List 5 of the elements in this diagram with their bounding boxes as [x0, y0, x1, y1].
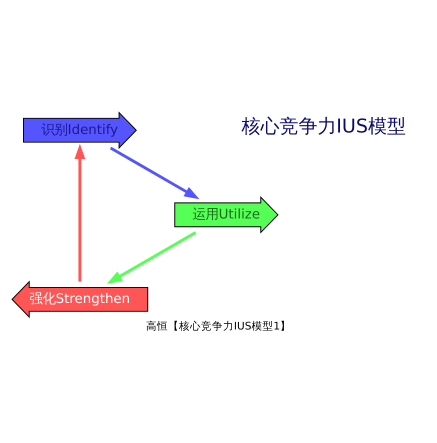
arrow — [110, 146, 200, 200]
node-text: 核心竞争力IUS模型 — [241, 114, 406, 138]
arrow — [74, 144, 86, 282]
caption: 高恒【核心竞争力IUS模型1】 — [146, 320, 292, 332]
arrow — [106, 231, 196, 284]
